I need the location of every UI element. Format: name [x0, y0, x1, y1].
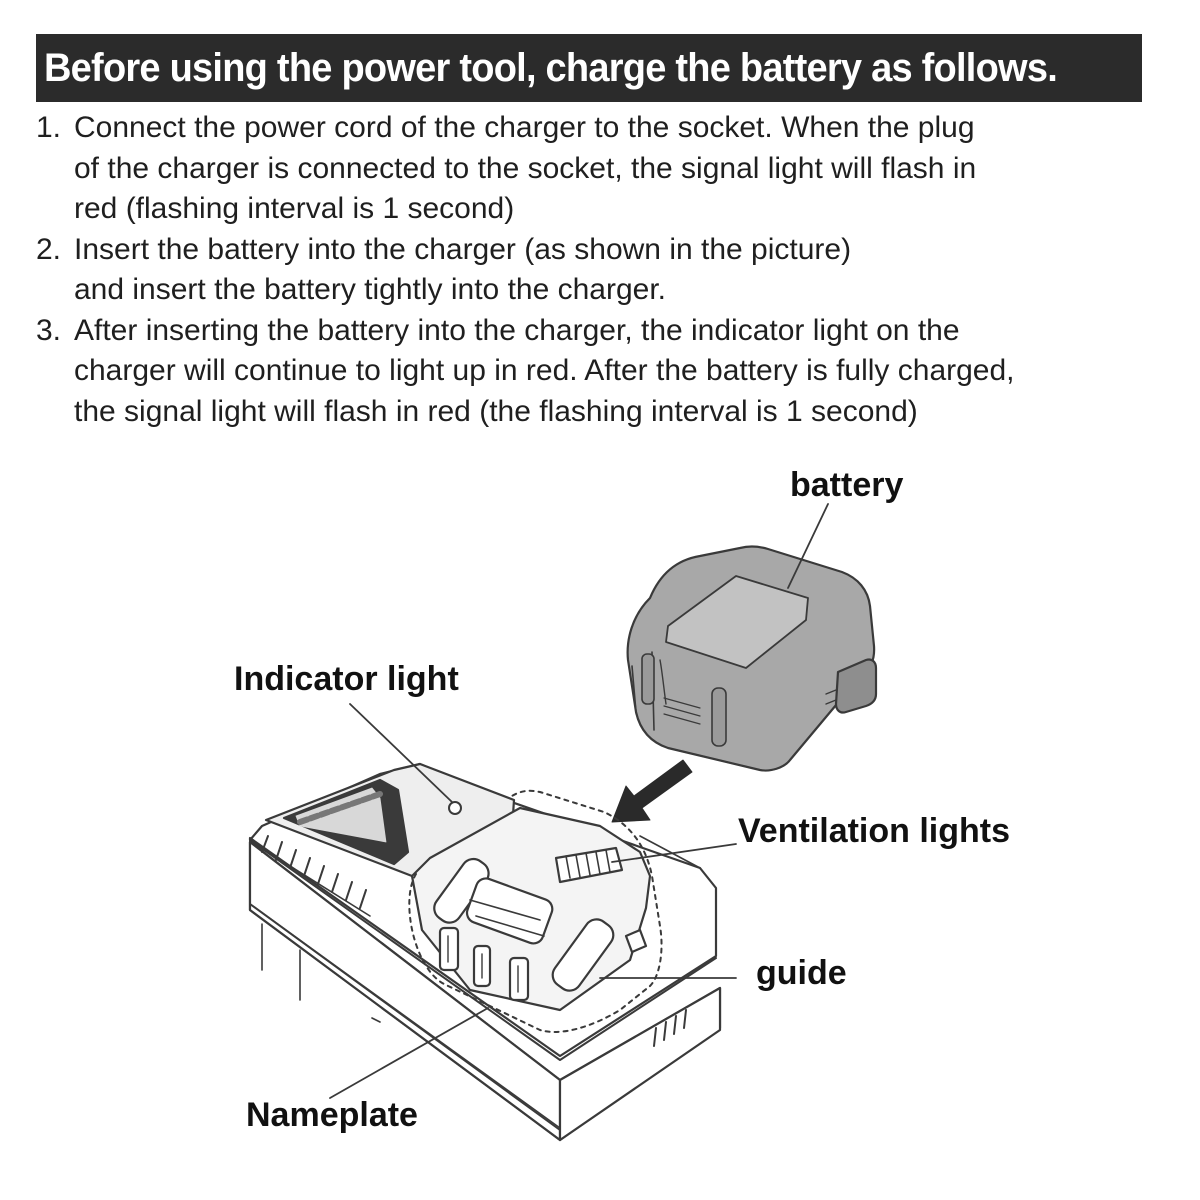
step-number: 2.	[36, 232, 62, 266]
instruction-list: 1. Connect the power cord of the charger…	[36, 108, 1166, 432]
battery-label: battery	[790, 466, 904, 504]
nameplate-label: Nameplate	[246, 1096, 418, 1134]
leader-lines	[329, 503, 829, 1099]
step-text-line: charger will continue to light up in red…	[74, 354, 1015, 387]
guide-label: guide	[756, 954, 847, 992]
battery-drawing	[626, 545, 878, 772]
instruction-step-1: 1. Connect the power cord of the charger…	[36, 108, 1166, 230]
instruction-step-2: 2. Insert the battery into the charger (…	[36, 230, 1166, 311]
insert-arrow	[611, 759, 693, 823]
title-banner: Before using the power tool, charge the …	[36, 34, 1142, 102]
step-number: 3.	[36, 313, 62, 347]
charger-drawing	[248, 762, 722, 1142]
step-text-line: the signal light will flash in red (the …	[74, 394, 918, 428]
indicator-light-label: Indicator light	[234, 660, 459, 698]
step-text-line: After inserting the battery into the cha…	[74, 313, 960, 347]
ventilation-lights-label: Ventilation lights	[738, 812, 1011, 850]
step-number: 1.	[36, 111, 62, 144]
step-text-line: Insert the battery into the charger (as …	[74, 232, 852, 266]
step-text-line: red (flashing interval is 1 second)	[74, 192, 515, 225]
instruction-step-3: 3. After inserting the battery into the …	[36, 311, 1166, 433]
page-title: Before using the power tool, charge the …	[44, 45, 1058, 90]
step-text-line: and insert the battery tightly into the …	[74, 273, 667, 306]
step-text-line: of the charger is connected to the socke…	[74, 151, 977, 185]
charger-illustration	[248, 503, 878, 1142]
step-text-line: Connect the power cord of the charger to…	[74, 111, 975, 144]
